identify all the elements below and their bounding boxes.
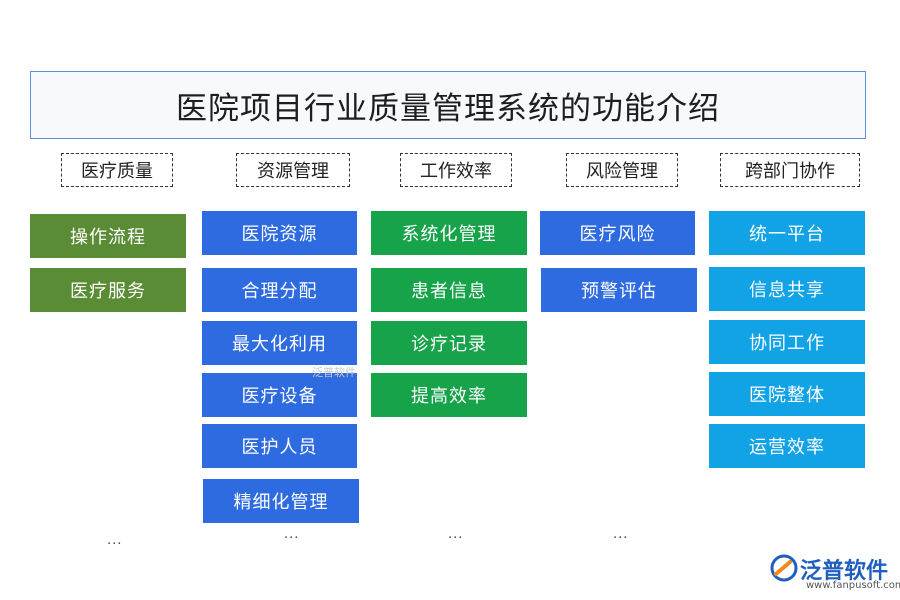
logo-name: 泛普软件 (800, 559, 889, 584)
card-resource-4: 医疗设备 (202, 373, 357, 417)
card-resource-2: 合理分配 (202, 268, 357, 312)
logo-url: www.fanpusoft.com (806, 580, 900, 591)
card-collab-1: 统一平台 (709, 211, 865, 255)
card-medical-quality-1: 操作流程 (30, 214, 186, 258)
card-risk-1: 医疗风险 (540, 211, 695, 255)
column-header-cross-department: 跨部门协作 (720, 153, 860, 187)
card-efficiency-4: 提高效率 (371, 373, 527, 417)
column-header-risk-management: 风险管理 (566, 153, 678, 187)
column-header-medical-quality: 医疗质量 (61, 153, 173, 187)
ellipsis-col2: ... (284, 527, 300, 542)
watermark: 泛普软件 (312, 366, 356, 379)
card-collab-2: 信息共享 (709, 267, 865, 311)
card-risk-2: 预警评估 (541, 268, 697, 312)
card-resource-3: 最大化利用 (202, 321, 357, 365)
card-efficiency-3: 诊疗记录 (371, 321, 527, 365)
card-efficiency-1: 系统化管理 (371, 211, 527, 255)
card-resource-6: 精细化管理 (203, 479, 359, 523)
column-header-work-efficiency: 工作效率 (400, 153, 512, 187)
ellipsis-col4: ... (613, 527, 629, 542)
card-efficiency-2: 患者信息 (371, 268, 527, 312)
ellipsis-col1: ... (107, 533, 123, 548)
fanpu-logo-icon (770, 554, 798, 582)
page-title: 医院项目行业质量管理系统的功能介绍 (30, 71, 866, 139)
column-header-resource-management: 资源管理 (236, 153, 350, 187)
card-resource-5: 医护人员 (202, 424, 357, 468)
ellipsis-col3: ... (448, 527, 464, 542)
card-collab-4: 医院整体 (709, 372, 865, 416)
card-collab-5: 运营效率 (709, 424, 865, 468)
card-resource-1: 医院资源 (202, 211, 357, 255)
card-medical-quality-2: 医疗服务 (30, 268, 186, 312)
card-collab-3: 协同工作 (709, 320, 865, 364)
